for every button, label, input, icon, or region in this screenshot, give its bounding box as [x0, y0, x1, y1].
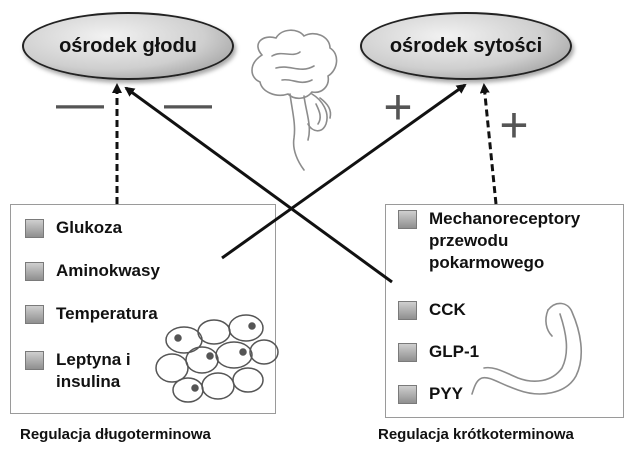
list-item: PYY — [398, 383, 463, 405]
item-label: Leptyna i insulina — [56, 350, 131, 391]
hunger-center-label: ośrodek głodu — [59, 34, 197, 57]
arrows — [112, 83, 498, 284]
short-term-caption: Regulacja krótkoterminowa — [378, 426, 574, 443]
item-label: CCK — [429, 300, 466, 319]
list-item: Glukoza — [25, 217, 122, 239]
stomach-sketch-icon — [471, 302, 582, 395]
list-item: CCK — [398, 299, 466, 321]
bullet-square-icon — [398, 210, 417, 229]
bullet-square-icon — [25, 351, 44, 370]
list-item: GLP-1 — [398, 341, 479, 363]
minus-sign-right: — — [164, 77, 212, 130]
plus-sign-right: + — [499, 97, 528, 153]
list-item: Temperatura — [25, 303, 158, 325]
list-item: Aminokwasy — [25, 260, 160, 282]
item-label: PYY — [429, 384, 464, 403]
aminoacids-to-satiety-arrow — [221, 83, 467, 260]
bullet-square-icon — [25, 262, 44, 281]
list-item: Mechanoreceptory przewodu pokarmowego — [398, 208, 620, 274]
fat-cells-sketch-icon — [155, 314, 279, 403]
satiety-center-oval: ośrodek sytości — [360, 12, 572, 80]
item-label: Glukoza — [56, 218, 123, 237]
list-item: Leptyna i insulina — [25, 349, 155, 393]
mechanoreceptors-to-hunger-arrow — [124, 86, 393, 284]
bullet-square-icon — [398, 301, 417, 320]
minus-sign-left: — — [56, 77, 104, 130]
bullet-square-icon — [25, 305, 44, 324]
satiety-center-label: ośrodek sytości — [389, 34, 543, 57]
plus-sign-left: + — [383, 79, 412, 135]
mechanoreceptors-to-satiety-arrow — [479, 83, 498, 205]
long-term-caption: Regulacja długoterminowa — [20, 426, 211, 443]
brain-sketch-icon — [251, 29, 338, 171]
item-label: Mechanoreceptory przewodu pokarmowego — [429, 209, 581, 272]
item-label: GLP-1 — [429, 342, 480, 361]
bullet-square-icon — [398, 343, 417, 362]
bullet-square-icon — [398, 385, 417, 404]
short-term-regulation-panel: Mechanoreceptory przewodu pokarmowego CC… — [385, 204, 624, 418]
item-label: Aminokwasy — [56, 261, 160, 280]
bullet-square-icon — [25, 219, 44, 238]
item-label: Temperatura — [56, 304, 158, 323]
hunger-center-oval: ośrodek głodu — [22, 12, 234, 80]
